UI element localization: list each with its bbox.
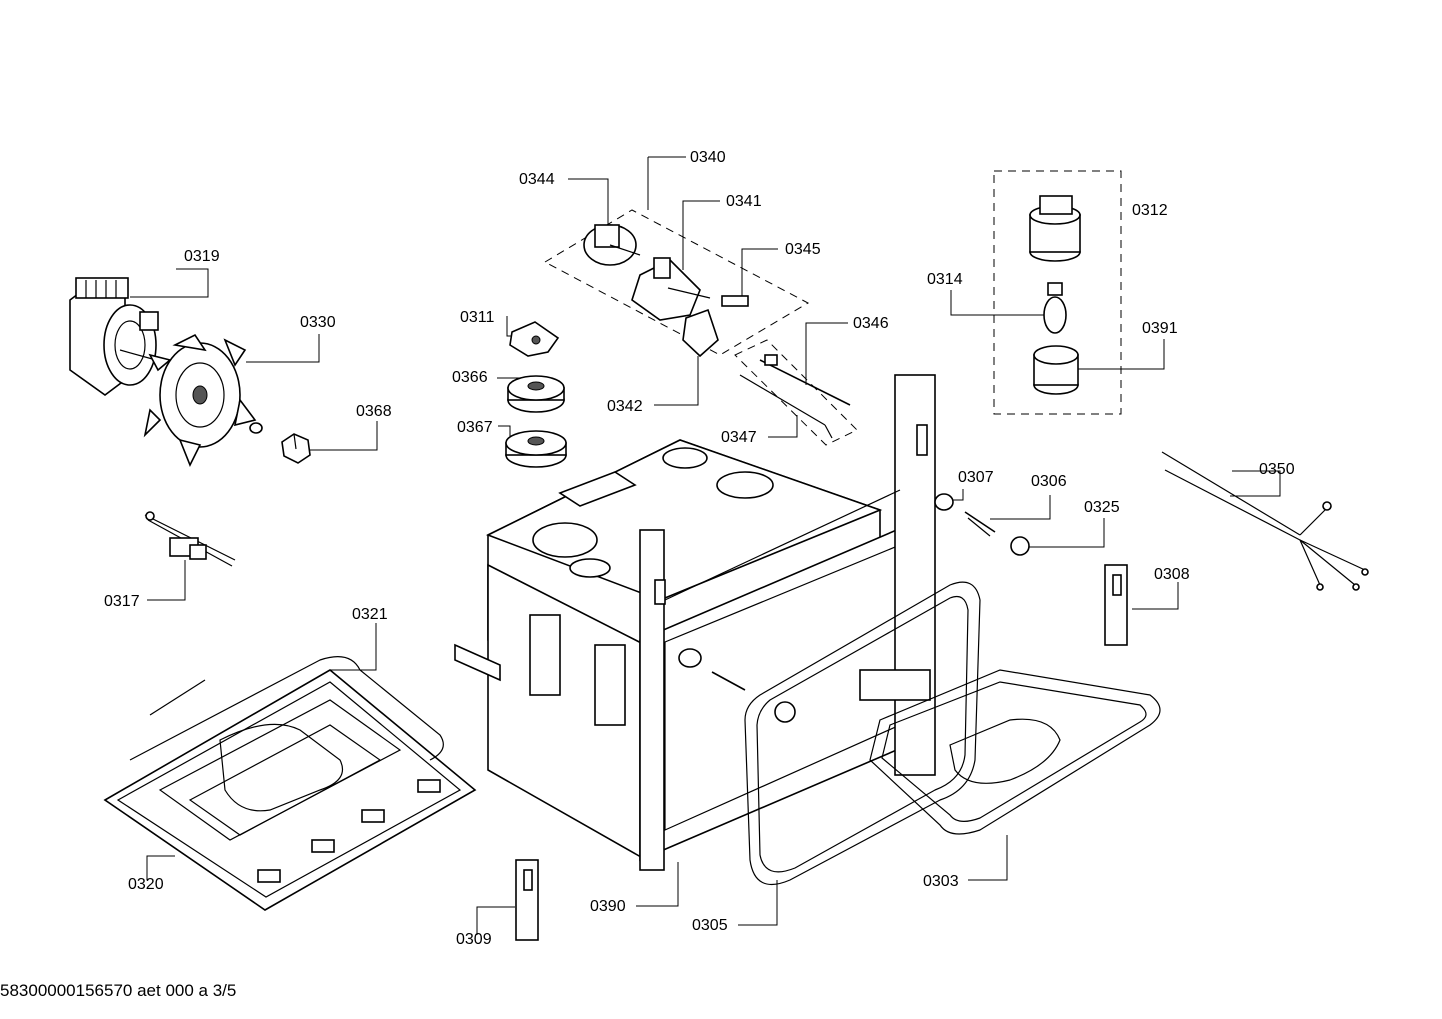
leader-lines xyxy=(130,156,1281,935)
brackets-0309-0308 xyxy=(515,564,1128,941)
dashed-group-boxes xyxy=(543,170,1122,446)
label-0320: 0320 xyxy=(128,876,164,893)
part-number-labels: 0340 0344 0341 0345 0346 0311 0366 0367 … xyxy=(104,149,1295,948)
rack-element-0320-0321 xyxy=(103,656,477,911)
sensor-part-0317 xyxy=(144,511,236,567)
label-0368: 0368 xyxy=(356,403,392,420)
label-0303: 0303 xyxy=(923,873,959,890)
wiring-0350 xyxy=(1161,451,1369,591)
document-footer: 58300000156570 aet 000 a 3/5 xyxy=(0,981,237,1000)
control-group-0340 xyxy=(583,224,749,358)
heating-element-0305 xyxy=(744,581,981,885)
label-0308: 0308 xyxy=(1154,566,1190,583)
label-0346: 0346 xyxy=(853,315,889,332)
label-0344: 0344 xyxy=(519,171,555,188)
label-0314: 0314 xyxy=(927,271,963,288)
nut-part-0368 xyxy=(281,433,311,464)
label-0340: 0340 xyxy=(690,149,726,166)
heating-element-0303 xyxy=(869,669,1161,835)
label-0391: 0391 xyxy=(1142,320,1178,337)
rod-part-0346-0347 xyxy=(739,354,851,439)
fittings-0311-0366-0367 xyxy=(505,321,567,468)
lamp-group-0312 xyxy=(1029,195,1081,395)
label-0325: 0325 xyxy=(1084,499,1120,516)
label-0321: 0321 xyxy=(352,606,388,623)
oven-cavity-0390 xyxy=(454,374,936,871)
label-0305: 0305 xyxy=(692,917,728,934)
label-0307: 0307 xyxy=(958,469,994,486)
label-0342: 0342 xyxy=(607,398,643,415)
label-0317: 0317 xyxy=(104,593,140,610)
label-0366: 0366 xyxy=(452,369,488,386)
fan-part-0330 xyxy=(143,333,263,467)
label-0390: 0390 xyxy=(590,898,626,915)
label-0330: 0330 xyxy=(300,314,336,331)
fasteners-0307-0306-0325 xyxy=(678,493,1030,723)
label-0367: 0367 xyxy=(457,419,493,436)
label-0312: 0312 xyxy=(1132,202,1168,219)
label-0350: 0350 xyxy=(1259,461,1295,478)
label-0347: 0347 xyxy=(721,429,757,446)
label-0306: 0306 xyxy=(1031,473,1067,490)
label-0341: 0341 xyxy=(726,193,762,210)
label-0319: 0319 xyxy=(184,248,220,265)
label-0309: 0309 xyxy=(456,931,492,948)
label-0345: 0345 xyxy=(785,241,821,258)
motor-part-0319 xyxy=(69,277,159,396)
label-0311: 0311 xyxy=(460,309,495,326)
